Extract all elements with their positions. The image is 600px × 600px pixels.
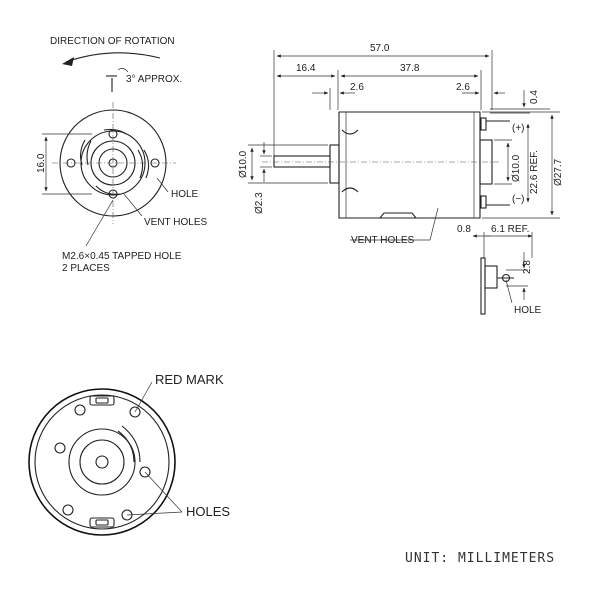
vent-holes-label: VENT HOLES [144, 217, 207, 228]
tapped-hole-label-2: 2 PLACES [62, 263, 110, 274]
motor-shaft [273, 155, 331, 168]
holes-label: HOLES [186, 504, 230, 519]
right-offset-dim: 2.6 [456, 82, 470, 93]
hole-label: HOLE [171, 189, 199, 200]
approx-angle-label: 3° APPROX. [126, 74, 182, 85]
vent-holes-side-label: VENT HOLES [351, 235, 414, 246]
motor-body [338, 111, 481, 219]
direction-of-rotation-label: DIRECTION OF ROTATION [50, 36, 175, 47]
plus-terminal-label: (+) [512, 123, 525, 134]
shaft-extension-dim: 16.4 [296, 63, 316, 74]
unit-label: UNIT: MILLIMETERS [405, 551, 555, 566]
terminal-ref-dim: 22.6 REF. [529, 150, 540, 194]
rear-view: RED MARK HOLES [28, 372, 230, 536]
terminal-hole-label: HOLE [514, 305, 542, 316]
rotation-arrow [65, 52, 161, 63]
terminal-plate [480, 257, 486, 315]
terminal-detail: 0.8 6.1 REF. 2.8 HOLE [457, 224, 542, 316]
overall-length-dim: 57.0 [370, 43, 390, 54]
side-view: 57.0 16.4 37.8 2.6 2.6 0.4 [238, 43, 564, 246]
red-mark-label: RED MARK [155, 372, 224, 387]
body-length-dim: 37.8 [400, 63, 420, 74]
minus-terminal-label: (−) [512, 194, 525, 205]
body-dia-dim: Ø27.7 [553, 158, 564, 186]
front-boss [329, 144, 340, 184]
rear-boss-dia-dim: Ø10.0 [511, 154, 522, 182]
boss-dia-dim: Ø10.0 [238, 150, 249, 178]
front-view: DIRECTION OF ROTATION 3° APPROX. 16.0 [36, 36, 207, 274]
tapped-hole-label-1: M2.6×0.45 TAPPED HOLE [62, 251, 182, 262]
front-height-dim: 16.0 [36, 153, 47, 173]
left-offset-dim: 2.6 [350, 82, 364, 93]
shaft-dia-dim: Ø2.3 [254, 192, 265, 214]
terminal-thickness-dim: 0.8 [457, 224, 471, 235]
top-offset-dim: 0.4 [529, 90, 540, 104]
terminal-hole-dim: 2.8 [522, 260, 533, 274]
terminal-ref-len-dim: 6.1 REF. [491, 224, 529, 235]
